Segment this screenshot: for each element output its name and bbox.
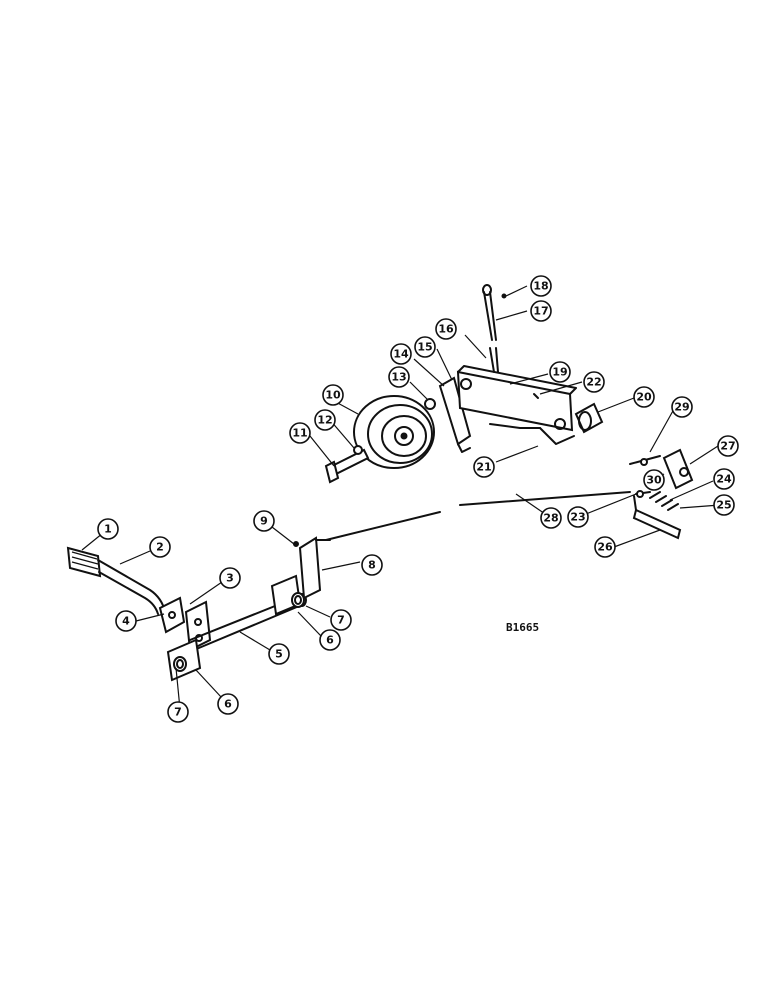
svg-text:11: 11 [292,427,307,440]
svg-text:9: 9 [260,515,268,528]
svg-text:20: 20 [636,391,652,404]
svg-text:18: 18 [533,280,548,293]
callout-5: 5 [268,643,290,665]
part-pulley-bolt [324,448,370,484]
part-bell-crank [293,536,331,600]
svg-text:26: 26 [597,541,613,554]
callout-9: 9 [253,510,275,532]
part-bushing [574,402,604,434]
drawing-code: B1665 [506,621,539,634]
callout-11: 11 [289,422,311,444]
svg-text:30: 30 [646,474,662,487]
part-strap [632,495,682,540]
part-support-channel [456,365,577,445]
callout-22: 22 [583,371,605,393]
svg-text:15: 15 [417,341,432,354]
callout-7-right: 7 [330,609,352,631]
svg-text:6: 6 [326,634,334,647]
svg-text:7: 7 [337,614,345,627]
callout-17: 17 [530,300,552,322]
callout-30: 30 [643,469,665,491]
part-idler-pulley [353,395,435,469]
svg-text:21: 21 [476,461,491,474]
svg-text:23: 23 [570,511,585,524]
callout-29: 29 [671,396,693,418]
svg-text:19: 19 [552,366,567,379]
callout-15: 15 [414,336,436,358]
svg-text:16: 16 [438,323,454,336]
part-idler-rod [489,423,541,429]
part-pivot-bracket [158,596,212,652]
callout-26: 26 [594,536,616,558]
callout-20: 20 [633,386,655,408]
callout-4: 4 [115,610,137,632]
part-spacer [424,398,436,410]
svg-text:2: 2 [156,541,164,554]
svg-text:5: 5 [275,648,283,661]
callout-2: 2 [149,536,171,558]
callout-25: 25 [713,494,735,516]
svg-text:22: 22 [586,376,601,389]
part-mounting-plate-right [270,574,305,616]
callout-24: 24 [713,468,735,490]
svg-text:12: 12 [317,414,332,427]
callout-8: 8 [361,554,383,576]
callout-6-right: 6 [319,629,341,651]
callout-14: 14 [390,343,412,365]
svg-text:24: 24 [716,473,732,486]
part-spring [635,490,679,511]
part-adjusting-rod [482,284,507,373]
svg-text:29: 29 [674,401,689,414]
svg-text:25: 25 [716,499,731,512]
part-mounting-plate-left [166,638,202,682]
svg-text:10: 10 [325,389,341,402]
svg-text:4: 4 [122,615,130,628]
svg-text:8: 8 [368,559,376,572]
callout-12: 12 [314,409,336,431]
part-control-rod [325,491,631,541]
callout-21: 21 [473,456,495,478]
callout-19: 19 [549,361,571,383]
callout-10: 10 [322,384,344,406]
svg-text:7: 7 [174,706,182,719]
part-handle-grip [66,546,102,578]
svg-text:13: 13 [391,371,406,384]
part-lever-plate [662,448,694,490]
callout-23: 23 [567,506,589,528]
leader-lines [81,285,721,710]
svg-text:1: 1 [104,523,112,536]
callout-13: 13 [388,366,410,388]
svg-text:27: 27 [720,440,735,453]
callout-7-left: 7 [167,701,189,723]
callout-1: 1 [97,518,119,540]
part-idler-arm [438,376,472,453]
svg-text:14: 14 [393,348,409,361]
svg-text:17: 17 [533,305,548,318]
part-pin [533,393,539,399]
callout-28: 28 [540,507,562,529]
svg-text:6: 6 [224,698,232,711]
svg-text:28: 28 [543,512,558,525]
callout-16: 16 [435,318,457,340]
callout-3: 3 [219,567,241,589]
callout-6-left: 6 [217,693,239,715]
part-control-lever [97,559,166,615]
svg-text:3: 3 [226,572,234,585]
part-pulley-washer [353,445,363,455]
callout-18: 18 [530,275,552,297]
callout-27: 27 [717,435,739,457]
